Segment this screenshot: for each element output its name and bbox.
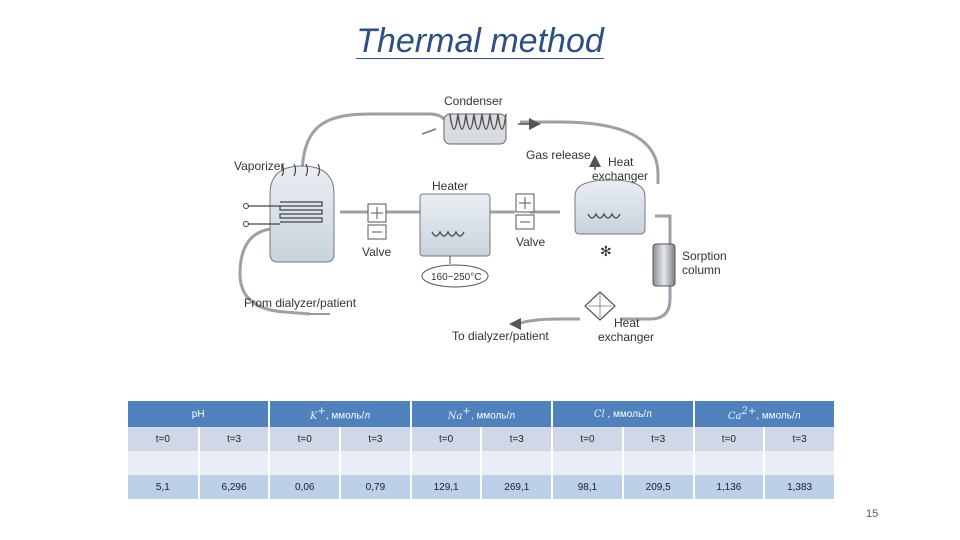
table-cell: t=0 [128, 427, 200, 451]
table-cell: t=3 [764, 427, 836, 451]
piping [238, 112, 672, 326]
table-cell: t=0 [552, 427, 624, 451]
header-k: K+, ммоль/л [269, 401, 412, 427]
table-cell: t=3 [340, 427, 412, 451]
temperature-label: 160~250°C [431, 272, 481, 283]
table-cell: t=3 [622, 427, 695, 451]
table-cell: 129,1 [410, 475, 483, 499]
table-cell: t=0 [269, 427, 342, 451]
table-cell: t=3 [198, 427, 271, 451]
valve-left: Valve [362, 203, 391, 259]
table-cell: 5,1 [128, 475, 200, 499]
valve-right: Valve [515, 193, 545, 249]
table-cell: 98,1 [552, 475, 624, 499]
snowflake-icon: ✻ [600, 243, 612, 259]
valve-left-label: Valve [362, 245, 391, 259]
table-cell: t=0 [693, 427, 766, 451]
table-row-time: t=0 t=3 t=0 t=3 t=0 t=3 t=0 t=3 t=0 t=3 [128, 427, 836, 451]
header-ph: pH [128, 401, 271, 427]
heater: Heater 160~250°C [419, 179, 491, 288]
condenser: Condenser [443, 94, 507, 145]
header-ca: Ca2+, ммоль/л [693, 401, 836, 427]
table-header-row: pH K+, ммоль/л Na+, ммоль/л Cl , ммоль/л… [128, 401, 836, 427]
condenser-label: Condenser [444, 94, 503, 108]
table-cell: 0,06 [269, 475, 342, 499]
to-dialyzer-label: To dialyzer/patient [452, 329, 549, 343]
header-cl: Cl , ммоль/л [552, 401, 695, 427]
valve-right-label: Valve [516, 235, 545, 249]
slide-title: Thermal method [356, 22, 604, 60]
table-cell: 269,1 [481, 475, 554, 499]
thermal-dialysis-schematic: Condenser Vaporizer Valve Heater 160~250… [234, 94, 727, 344]
vaporizer: Vaporizer [234, 159, 335, 263]
electrolyte-table: pH K+, ммоль/л Na+, ммоль/л Cl , ммоль/л… [128, 401, 836, 499]
cooling-symbol [421, 128, 437, 135]
table-cell: 1,136 [693, 475, 766, 499]
gas-release-label: Gas release [526, 148, 591, 162]
table-row-values: 5,1 6,296 0,06 0,79 129,1 269,1 98,1 209… [128, 475, 836, 499]
vaporizer-label: Vaporizer [234, 159, 284, 173]
table-cell: 0,79 [340, 475, 412, 499]
header-na: Na+, ммоль/л [410, 401, 554, 427]
table-cell: 6,296 [198, 475, 271, 499]
table-cell: t=0 [410, 427, 483, 451]
table-cell: 209,5 [622, 475, 695, 499]
heater-label: Heater [432, 179, 468, 193]
from-dialyzer-label: From dialyzer/patient [244, 296, 357, 310]
table-row-spacer [128, 451, 836, 475]
table-cell: t=3 [481, 427, 554, 451]
table-cell: 1,383 [764, 475, 836, 499]
page-number: 15 [866, 508, 879, 520]
